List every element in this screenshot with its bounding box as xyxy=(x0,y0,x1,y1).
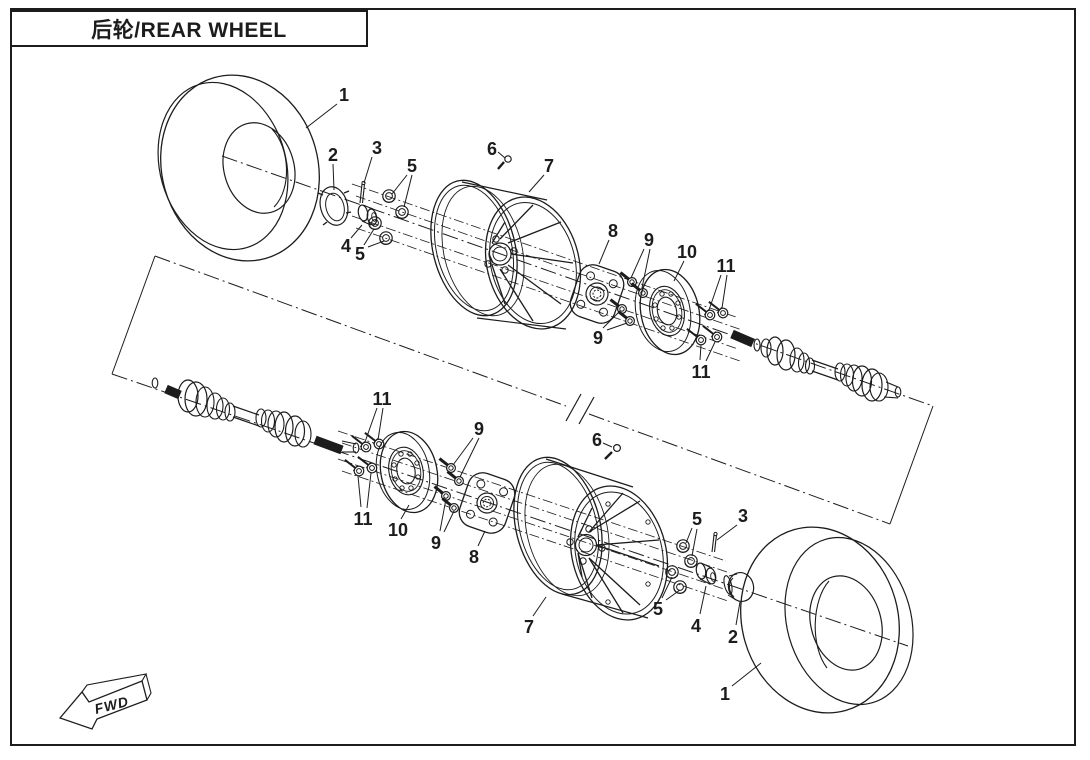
lower-cotter-pin xyxy=(711,531,718,553)
lower-tire xyxy=(740,526,914,714)
callout-6-label: 6 xyxy=(487,139,497,159)
callout-5b: 5 xyxy=(355,228,385,264)
callout-8b-label: 8 xyxy=(469,547,479,567)
centerlines xyxy=(111,155,934,647)
callout-1: 1 xyxy=(305,85,349,129)
callout-9a-label: 9 xyxy=(644,230,654,250)
upper-lug-nuts xyxy=(368,189,409,246)
callout-9b: 9 xyxy=(593,311,628,348)
callout-4-label: 4 xyxy=(341,236,351,256)
callout-10b-label: 10 xyxy=(388,520,408,540)
page-title: 后轮/REAR WHEEL xyxy=(91,18,287,42)
callout-9d: 9 xyxy=(431,498,455,553)
callout-3: 3 xyxy=(363,138,382,184)
callout-4b-label: 4 xyxy=(691,616,701,636)
callout-11a-label: 11 xyxy=(716,256,735,276)
callout-3b-label: 3 xyxy=(738,506,748,526)
callout-4: 4 xyxy=(341,224,363,256)
callout-2: 2 xyxy=(328,145,338,191)
callout-11b-label: 11 xyxy=(691,362,710,382)
lower-castle-nut xyxy=(695,562,717,585)
callout-11c-label: 11 xyxy=(372,389,391,409)
callout-3b: 3 xyxy=(716,506,748,541)
callout-11d: 11 xyxy=(353,472,373,529)
callout-8b: 8 xyxy=(469,530,486,567)
callout-6b: 6 xyxy=(592,430,613,450)
axis-jog-left xyxy=(111,255,156,375)
diagonal-centerline-a xyxy=(154,255,567,407)
callout-5c: 5 xyxy=(685,509,702,557)
callout-5d: 5 xyxy=(653,576,681,619)
lower-rim-spokes xyxy=(577,492,660,614)
callout-10b: 10 xyxy=(388,504,410,540)
callout-7-label: 7 xyxy=(544,156,554,176)
callout-9a: 9 xyxy=(630,230,654,289)
break-mark xyxy=(565,393,595,425)
callout-9c: 9 xyxy=(452,419,484,478)
callout-2-label: 2 xyxy=(328,145,338,165)
callout-10a-label: 10 xyxy=(677,242,697,262)
upper-cotter-pin xyxy=(359,180,366,204)
lower-brake-disc xyxy=(375,430,439,514)
upper-valve-stem xyxy=(497,155,512,170)
callout-1-label: 1 xyxy=(339,85,349,105)
callout-4b: 4 xyxy=(691,585,707,636)
lower-wheel-rim xyxy=(513,456,669,621)
callout-6b-label: 6 xyxy=(592,430,602,450)
callout-2b-label: 2 xyxy=(728,627,738,647)
callout-5c-label: 5 xyxy=(692,509,702,529)
callout-5b-label: 5 xyxy=(355,244,365,264)
upper-tire xyxy=(157,74,320,262)
callout-10a: 10 xyxy=(673,242,697,282)
diagonal-centerline-b xyxy=(588,413,891,525)
callout-8-label: 8 xyxy=(608,221,618,241)
lower-valve-stem xyxy=(604,444,621,460)
callout-3-label: 3 xyxy=(372,138,382,158)
callout-5d-label: 5 xyxy=(653,599,663,619)
callouts-lower: 11 11 9 9 10 8 xyxy=(353,389,762,704)
title-box: 后轮/REAR WHEEL xyxy=(10,10,368,47)
upper-castle-nut xyxy=(357,204,378,226)
callout-1b-label: 1 xyxy=(720,684,730,704)
upper-hub xyxy=(569,264,625,324)
diagram-border xyxy=(10,8,1076,746)
fwd-marker: FWD xyxy=(58,673,152,730)
lower-hub xyxy=(458,472,516,534)
callout-6: 6 xyxy=(487,139,506,159)
callout-7b-label: 7 xyxy=(524,617,534,637)
upper-wheel-rim xyxy=(430,179,582,330)
upper-drive-shaft xyxy=(730,329,902,402)
callout-7: 7 xyxy=(528,156,554,193)
callout-11a: 11 xyxy=(708,256,736,311)
upper-wheel-studs xyxy=(605,271,651,329)
callout-11d-label: 11 xyxy=(353,509,372,529)
upper-rim-spokes xyxy=(488,204,574,322)
callout-1b: 1 xyxy=(720,662,762,704)
callout-5a: 5 xyxy=(391,156,417,208)
lower-drive-shaft xyxy=(151,377,360,455)
callout-7b: 7 xyxy=(524,596,547,637)
lower-hub-cap xyxy=(723,572,755,602)
lower-lug-nuts xyxy=(665,539,698,595)
callout-9b-label: 9 xyxy=(593,328,603,348)
callout-2b: 2 xyxy=(728,601,741,647)
callout-9d-label: 9 xyxy=(431,533,441,553)
callouts-upper: 1 2 3 4 5 5 xyxy=(305,85,736,382)
axis-jog-right xyxy=(889,405,934,525)
callout-9c-label: 9 xyxy=(474,419,484,439)
upper-brake-disc xyxy=(634,268,701,356)
upper-hub-cap xyxy=(317,186,352,226)
callout-11b: 11 xyxy=(691,341,716,382)
callout-11c: 11 xyxy=(364,389,392,443)
fwd-arrow xyxy=(58,680,148,730)
callout-5a-label: 5 xyxy=(407,156,417,176)
callout-8: 8 xyxy=(598,221,618,265)
